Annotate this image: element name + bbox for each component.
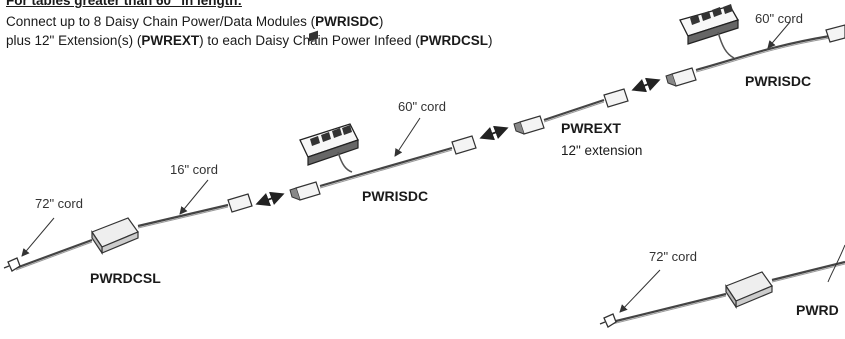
cord-label-16: 16" cord [170,162,218,177]
connect-arrow-2 [479,125,509,141]
connector-male [665,67,697,87]
part-label-pwrext: PWREXT [561,120,621,136]
infeed-box [91,217,139,255]
cord-label-72-left: 72" cord [35,196,83,211]
intro-line-1: Connect up to 8 Daisy Chain Power/Data M… [6,14,384,29]
extension-assembly [513,88,629,135]
plug-icon [3,257,21,272]
part-label-pwrdcsl: PWRDCSL [90,270,161,286]
connector-male [513,115,545,135]
connector-female [603,88,629,108]
section-heading: For tables greater than 60" in length: [6,0,242,8]
infeed-right-assembly [599,244,845,328]
connector-female [451,135,477,155]
infeed-left-assembly [3,179,253,272]
connector-female [227,193,253,213]
plug-icon [599,313,617,328]
code-pwrisdc: PWRISDC [315,14,379,29]
connect-arrow-3 [631,77,661,93]
cord-label-72-right: 72" cord [649,249,697,264]
infeed-box [725,271,773,309]
intro-text: Connect up to 8 Daisy Chain Power/Data M… [6,12,492,50]
part-sublabel-extension: 12" extension [561,143,643,158]
part-label-pwrisdc-right: PWRISDC [745,73,812,89]
power-data-module [679,4,739,59]
part-label-pwrd-right: PWRD [796,302,839,318]
module-mid-assembly [289,30,477,201]
connector-female [825,24,845,43]
intro-line-2: plus 12" Extension(s) (PWREXT) to each D… [6,33,493,48]
module-right-assembly [665,4,845,87]
connect-arrow-1 [255,191,285,207]
cord-label-60-right: 60" cord [755,11,803,26]
code-pwrext: PWREXT [141,33,200,48]
part-label-pwrisdc-mid: PWRISDC [362,188,429,204]
cord-label-60-mid: 60" cord [398,99,446,114]
connector-male [289,181,321,201]
code-pwrdcsl: PWRDCSL [419,33,488,48]
power-data-module [299,30,359,173]
